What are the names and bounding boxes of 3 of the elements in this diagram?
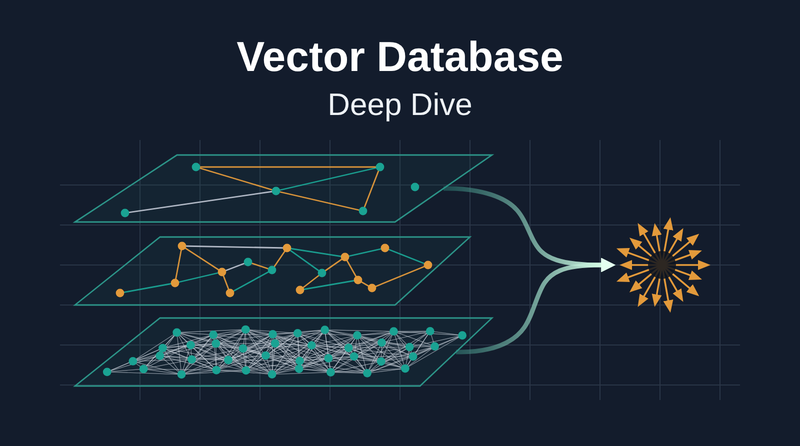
subtitle: Deep Dive bbox=[326, 86, 474, 124]
curved-arrow bbox=[456, 258, 616, 354]
title: Vector Database bbox=[236, 32, 564, 82]
